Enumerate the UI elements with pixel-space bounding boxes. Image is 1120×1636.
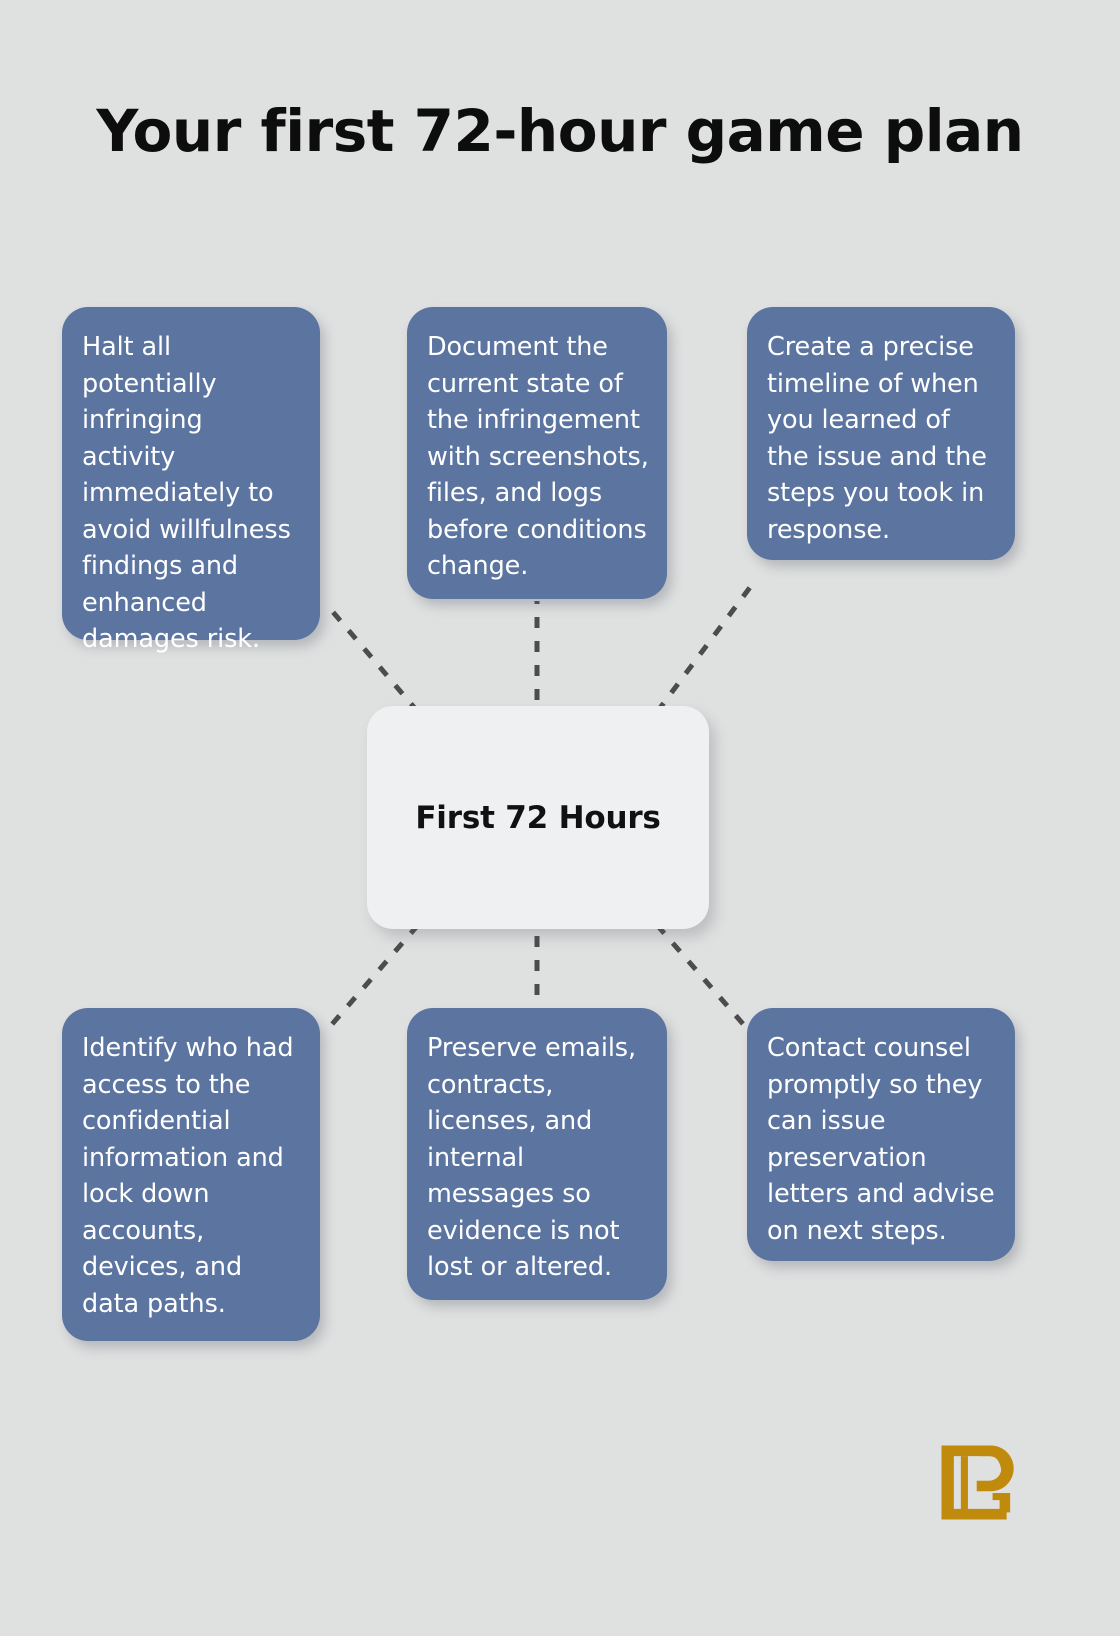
connector-center-to-node-4 [325,923,420,1032]
step-card-text: Contact counsel promptly so they can iss… [767,1033,995,1246]
step-card-text: Create a precise timeline of when you le… [767,332,987,545]
step-card-create-timeline[interactable]: Create a precise timeline of when you le… [747,307,1015,560]
step-card-text: Halt all potentially infringing activity… [82,332,291,654]
center-hub-node[interactable]: First 72 Hours [367,706,709,929]
connector-center-to-node-1 [325,603,420,714]
connector-center-to-node-3 [654,576,760,714]
step-card-preserve-evidence[interactable]: Preserve emails, contracts, licenses, an… [407,1008,667,1300]
step-card-halt-activity[interactable]: Halt all potentially infringing activity… [62,307,320,654]
step-card-text: Preserve emails, contracts, licenses, an… [427,1033,636,1282]
step-card-identify-access[interactable]: Identify who had access to the confident… [62,1008,320,1341]
step-card-text: Identify who had access to the confident… [82,1033,294,1319]
step-card-text: Document the current state of the infrin… [427,332,649,581]
connector-center-to-node-6 [655,923,759,1042]
page-title: Your first 72-hour game plan [96,97,1024,165]
step-card-contact-counsel[interactable]: Contact counsel promptly so they can iss… [747,1008,1015,1261]
center-hub-label: First 72 Hours [415,799,661,836]
lp-monogram-logo [941,1445,1014,1520]
step-card-document-state[interactable]: Document the current state of the infrin… [407,307,667,599]
